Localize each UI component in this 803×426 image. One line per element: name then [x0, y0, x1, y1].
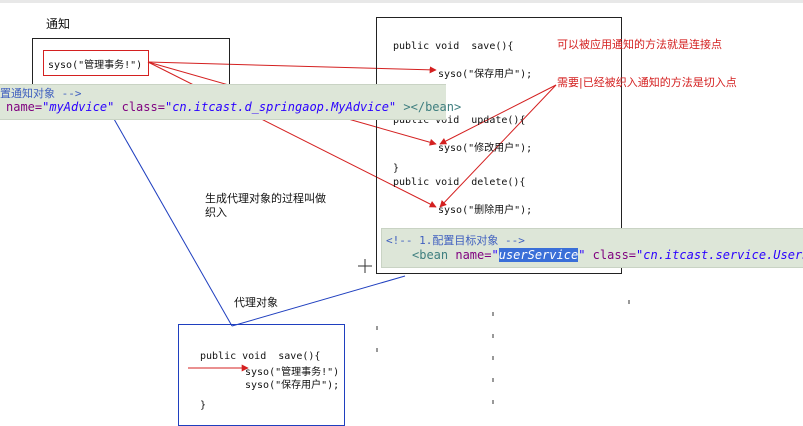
weaving-note-line2: 织入	[205, 206, 227, 219]
target-class-box	[376, 17, 622, 274]
update-signature: public void update(){	[393, 115, 526, 126]
arrow-note-update	[439, 84, 557, 145]
xml-advice-class-value: "cn.itcast.d_springaop.MyAdvice"	[164, 100, 397, 114]
margin-mark	[492, 334, 494, 338]
pointcut-note: 需要|已经被织入通知的方法是切入点	[557, 76, 737, 89]
save-signature: public void save(){	[393, 41, 514, 52]
xml-target-attr-name: name=	[455, 248, 492, 262]
xml-advice-line: name="myAdvice" class="cn.itcast.d_sprin…	[6, 100, 461, 114]
update-body: syso("修改用户");	[438, 143, 533, 154]
delete-body: syso("删除用户");	[438, 205, 533, 216]
margin-mark	[628, 300, 630, 304]
arrow-note-delete	[439, 84, 557, 208]
advice-title: 通知	[46, 17, 71, 31]
xml-target-attr-class: class=	[592, 248, 637, 262]
margin-mark	[492, 356, 494, 360]
weaving-note-line1: 生成代理对象的过程叫做	[205, 192, 326, 205]
xml-target-quote-open: "	[491, 248, 499, 262]
xml-target-name-value[interactable]: userService	[498, 248, 579, 262]
margin-mark	[492, 400, 494, 404]
blue-line-target-proxy	[231, 275, 406, 327]
joinpoint-note: 可以被应用通知的方法就是连接点	[557, 38, 722, 51]
xml-advice-name-value: "myAdvice"	[42, 100, 115, 114]
advice-highlight	[43, 50, 149, 76]
xml-target-line: <bean name="userService" class="cn.itcas…	[412, 248, 803, 262]
xml-target-strip	[381, 228, 803, 268]
margin-mark	[376, 348, 378, 352]
margin-mark	[376, 326, 378, 330]
xml-advice-strip	[0, 84, 446, 120]
arrow-advice-save	[147, 61, 437, 74]
close-brace: }	[393, 163, 400, 174]
top-edge	[0, 0, 803, 3]
proxy-save-line: syso("保存用户");	[245, 380, 340, 391]
blue-line-advice-proxy	[109, 111, 233, 327]
xml-target-open: <bean	[412, 248, 449, 262]
proxy-close-brace: }	[200, 400, 207, 411]
delete-signature: public void delete(){	[393, 177, 526, 188]
xml-advice-attr-class: class=	[121, 100, 165, 114]
margin-mark	[492, 312, 494, 316]
xml-target-comment: <!-- 1.配置目标对象 -->	[386, 234, 525, 247]
proxy-label: 代理对象	[234, 296, 278, 309]
save-body: syso("保存用户");	[438, 69, 533, 80]
xml-advice-attr-name: name=	[6, 100, 43, 114]
xml-advice-comment: 置通知对象 -->	[0, 87, 82, 100]
xml-advice-end-tag: ></bean>	[403, 100, 462, 114]
proxy-signature: public void save(){	[200, 351, 321, 362]
proxy-advice-line: syso("管理事务!")	[245, 367, 340, 378]
xml-target-quote-close: "	[578, 248, 586, 262]
margin-mark	[492, 378, 494, 382]
xml-target-class-value: "cn.itcast.service.UserSer	[636, 248, 803, 262]
advice-code: syso("管理事务!")	[48, 60, 143, 71]
